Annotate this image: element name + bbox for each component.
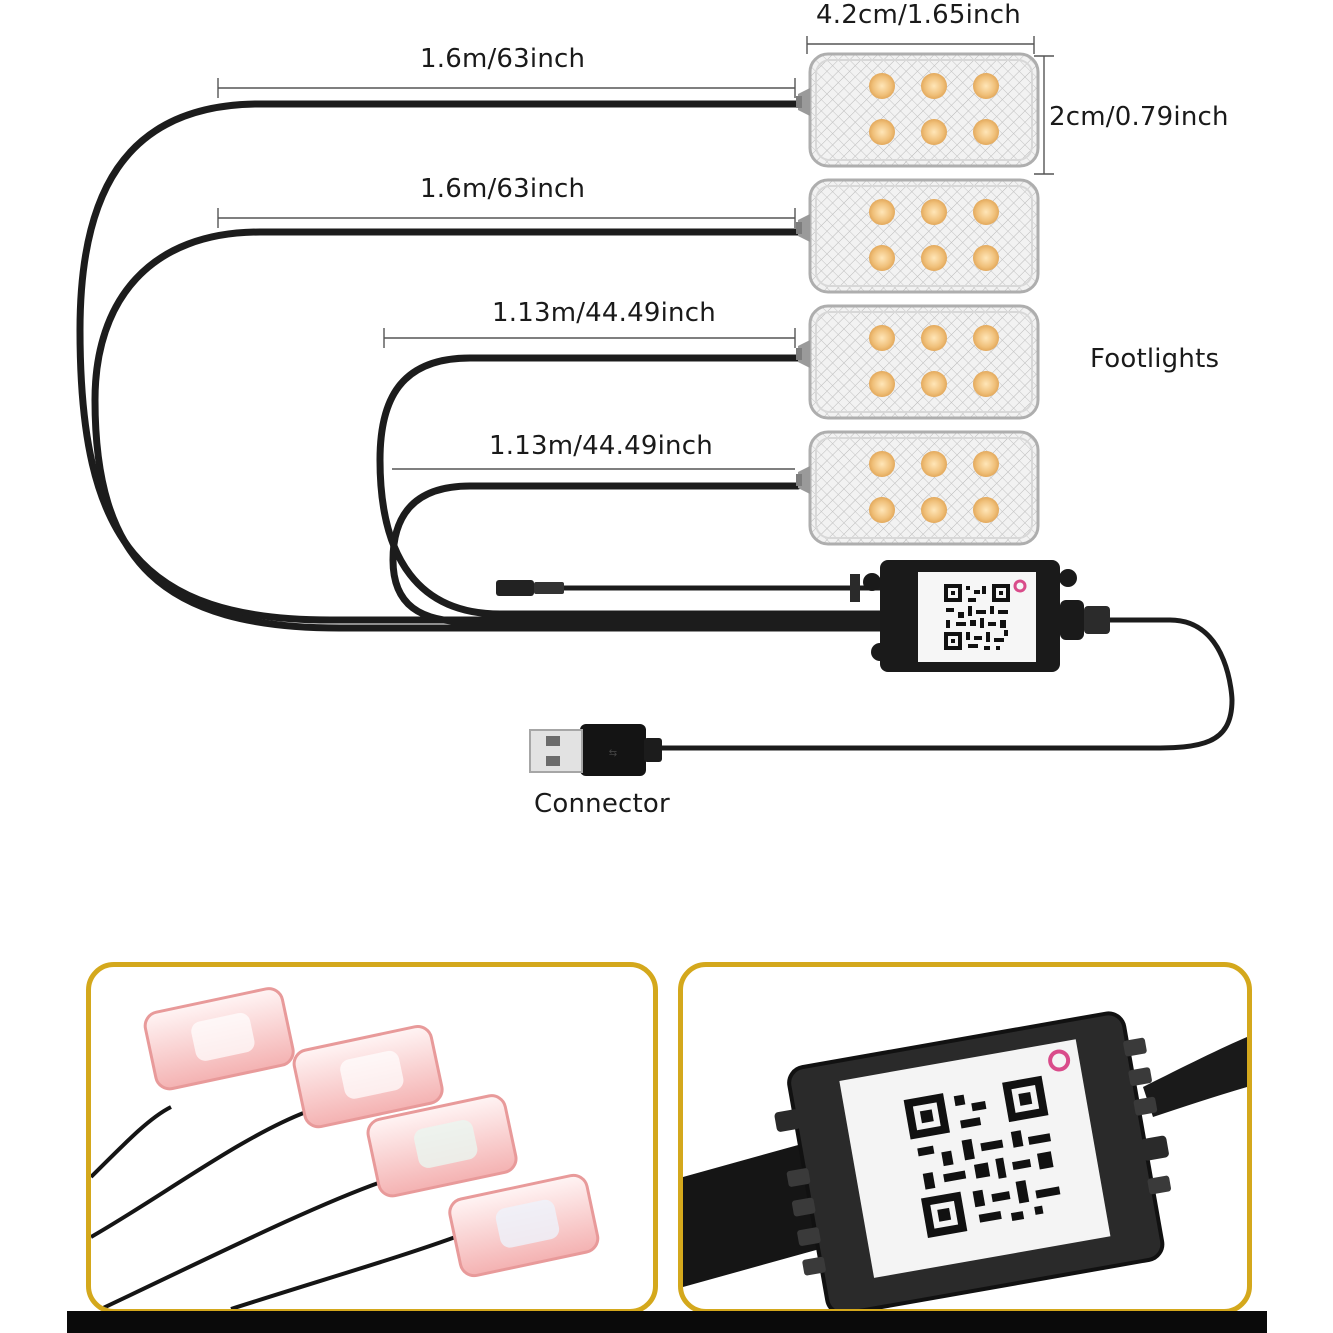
dimension-lines [217, 36, 1054, 470]
pod-width-label: 4.2cm/1.65inch [816, 0, 1021, 30]
svg-text:⇆: ⇆ [609, 748, 617, 759]
usb-plug-icon: ⇆ [529, 724, 662, 776]
qr-code-icon [903, 1075, 1061, 1238]
cable-length-label-4: 1.13m/44.49inch [489, 431, 713, 461]
wiring-diagram: ⇆ [76, 36, 1235, 776]
controller-box-icon [863, 560, 1110, 672]
controller-photo [678, 962, 1252, 1314]
led-pod-icon [91, 987, 600, 1309]
cable-length-label-3: 1.13m/44.49inch [492, 298, 716, 328]
dc-connector-icon [496, 574, 860, 602]
bottom-border [67, 1311, 1267, 1333]
cable-bundle [76, 100, 1235, 751]
cable-length-label-2: 1.6m/63inch [420, 174, 586, 204]
pod-height-label: 2cm/0.79inch [1049, 102, 1229, 132]
led-pod-icon [794, 52, 1040, 546]
connector-label: Connector [534, 789, 670, 819]
controller-box-icon [683, 1011, 1247, 1309]
footlights-photo [86, 962, 658, 1314]
footlights-label: Footlights [1090, 344, 1220, 374]
cable-length-label-1: 1.6m/63inch [420, 44, 586, 74]
qr-code-icon [944, 584, 1010, 650]
